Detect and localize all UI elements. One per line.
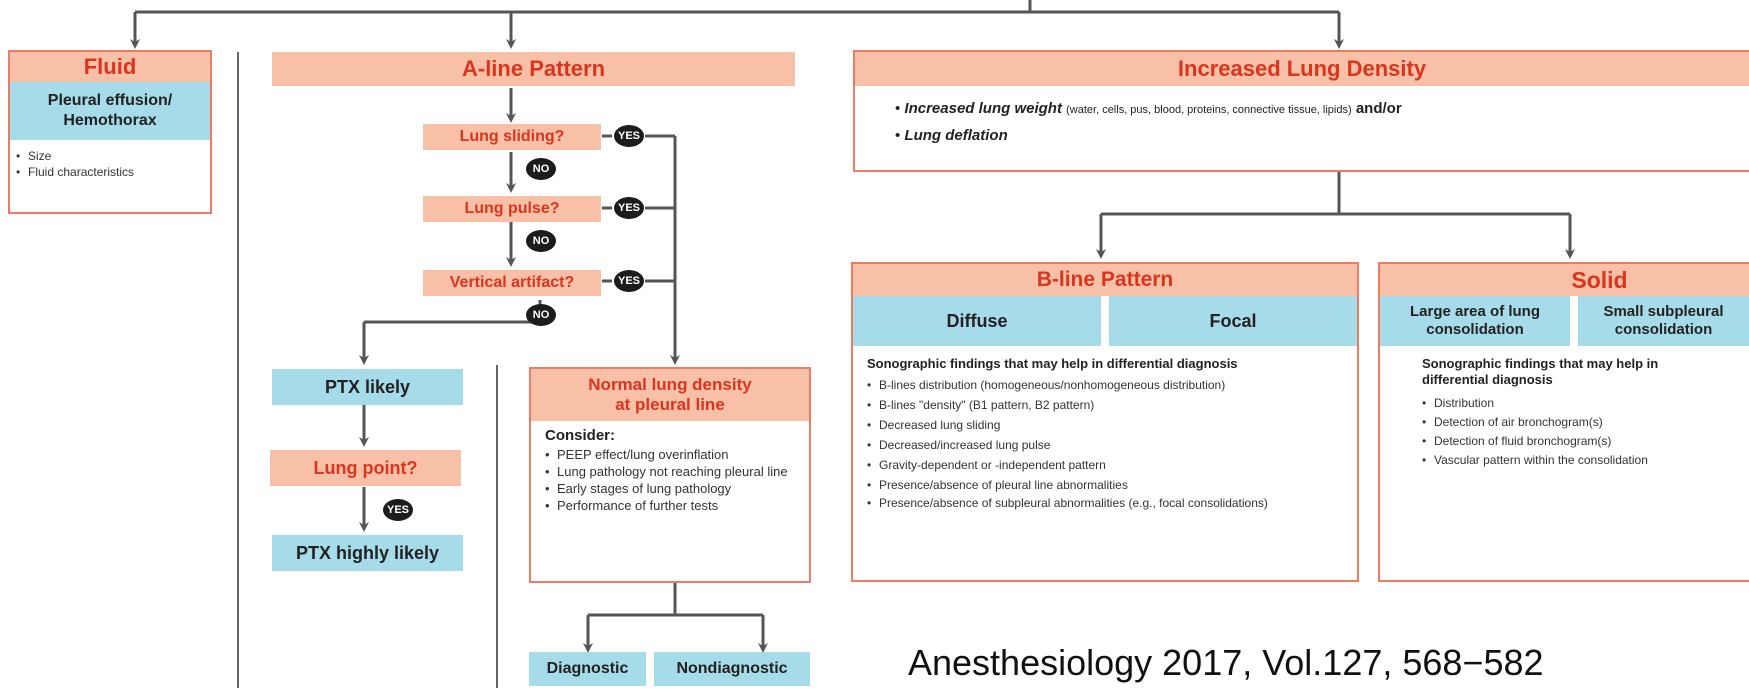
fluid-list: Size Fluid characteristics — [10, 140, 210, 188]
lung-deflation-label: Lung deflation — [904, 127, 1008, 144]
yes-badge: YES — [383, 499, 413, 521]
fluid-subtitle: Pleural effusion/ Hemothorax — [10, 82, 210, 140]
fluid-panel: Fluid Pleural effusion/ Hemothorax Size … — [8, 50, 212, 214]
solid-title: Solid — [1380, 264, 1749, 296]
no-badge: NO — [526, 304, 556, 326]
small-subpleural-consolidation-box: Small subpleural consolidation — [1578, 296, 1749, 346]
list-item: Early stages of lung pathology — [545, 480, 795, 497]
yes-badge: YES — [614, 125, 644, 147]
list-item: Fluid characteristics — [16, 164, 204, 180]
fluid-title: Fluid — [10, 52, 210, 82]
ptx-likely-box: PTX likely — [272, 369, 463, 405]
list-item: B-lines distribution (homogeneous/nonhom… — [867, 375, 1343, 395]
normal-lung-density-panel: Normal lung density at pleural line Cons… — [529, 367, 811, 583]
increased-lung-density-panel: Increased Lung Density • Increased lung … — [853, 50, 1749, 172]
list-item: Vascular pattern within the consolidatio… — [1422, 451, 1722, 470]
ptx-highly-likely-box: PTX highly likely — [272, 535, 463, 571]
list-item: PEEP effect/lung overinflation — [545, 446, 795, 463]
b-line-findings-title: Sonographic findings that may help in di… — [867, 356, 1238, 371]
diffuse-box: Diffuse — [853, 296, 1101, 346]
no-badge: NO — [526, 158, 556, 180]
increased-lung-density-title: Increased Lung Density — [855, 52, 1749, 86]
list-item: Performance of further tests — [545, 497, 795, 514]
list-item: Presence/absence of pleural line abnorma… — [867, 475, 1343, 495]
lung-weight-label: Increased lung weight — [904, 100, 1062, 117]
citation: Anesthesiology 2017, Vol.127, 568−582 — [908, 642, 1544, 683]
list-item: Distribution — [1422, 394, 1722, 413]
nondiagnostic-box: Nondiagnostic — [654, 652, 810, 686]
list-item: Presence/absence of subpleural abnormali… — [867, 495, 1343, 511]
consider-list: PEEP effect/lung overinflation Lung path… — [545, 446, 795, 514]
b-line-findings-list: B-lines distribution (homogeneous/nonhom… — [867, 375, 1343, 511]
vertical-artifact-question: Vertical artifact? — [423, 270, 601, 296]
yes-badge: YES — [614, 197, 644, 219]
lung-sliding-question: Lung sliding? — [423, 124, 601, 150]
large-consolidation-box: Large area of lung consolidation — [1380, 296, 1570, 346]
no-badge: NO — [526, 230, 556, 252]
lung-pulse-question: Lung pulse? — [423, 196, 601, 222]
b-line-title: B-line Pattern — [853, 264, 1357, 296]
focal-box: Focal — [1109, 296, 1357, 346]
solid-findings-title: Sonographic findings that may help in di… — [1422, 356, 1659, 387]
yes-badge: YES — [614, 270, 644, 292]
list-item: Decreased lung sliding — [867, 415, 1343, 435]
lung-weight-line: • Increased lung weight (water, cells, p… — [895, 100, 1402, 117]
solid-findings-list: Distribution Detection of air bronchogra… — [1422, 394, 1722, 470]
and-or-label: and/or — [1355, 100, 1402, 117]
list-item: Detection of air bronchogram(s) — [1422, 413, 1722, 432]
b-line-panel: B-line Pattern Diffuse Focal Sonographic… — [851, 262, 1359, 582]
list-item: Detection of fluid bronchogram(s) — [1422, 432, 1722, 451]
lung-deflation-line: • Lung deflation — [895, 127, 1008, 144]
list-item: Decreased/increased lung pulse — [867, 435, 1343, 455]
a-line-title: A-line Pattern — [272, 52, 795, 86]
normal-lung-density-title: Normal lung density at pleural line — [531, 369, 809, 421]
list-item: Size — [16, 148, 204, 164]
list-item: Gravity-dependent or -independent patter… — [867, 455, 1343, 475]
lung-weight-causes: (water, cells, pus, blood, proteins, con… — [1066, 104, 1352, 116]
diagnostic-box: Diagnostic — [529, 652, 646, 686]
list-item: B-lines "density" (B1 pattern, B2 patter… — [867, 395, 1343, 415]
solid-panel: Solid Large area of lung consolidation S… — [1378, 262, 1749, 582]
consider-heading: Consider: — [545, 427, 616, 444]
lung-point-question: Lung point? — [270, 450, 461, 486]
list-item: Lung pathology not reaching pleural line — [545, 463, 795, 480]
